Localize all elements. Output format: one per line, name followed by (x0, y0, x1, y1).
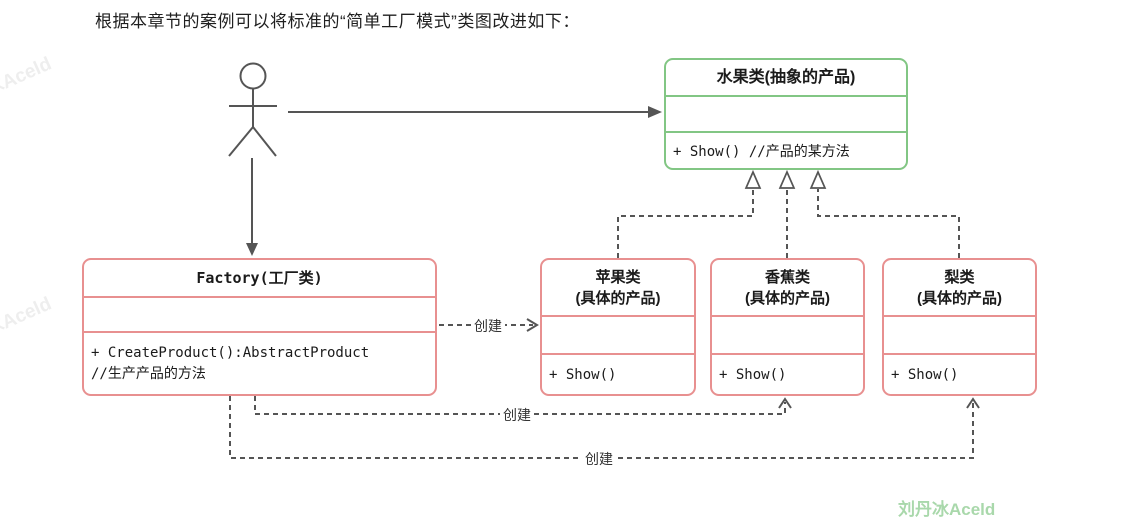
faint-watermark: 冰Aceld (0, 53, 55, 102)
class-banana: 香蕉类 (具体的产品) + Show() (710, 258, 865, 396)
actor-to-fruit-arrow (288, 106, 662, 118)
class-apple-method: + Show() (549, 366, 617, 383)
class-pear: 梨类 (具体的产品) + Show() (882, 258, 1037, 396)
class-banana-title: 香蕉类 (具体的产品) (712, 260, 863, 317)
class-factory-title: Factory(工厂类) (84, 260, 435, 298)
class-banana-title-line1: 香蕉类 (764, 268, 810, 286)
page-title: 根据本章节的案例可以将标准的“简单工厂模式”类图改进如下： (95, 12, 580, 31)
class-pear-methods: + Show() (884, 355, 1035, 394)
actor-head (239, 62, 267, 90)
class-factory-attributes (84, 298, 435, 333)
class-factory-method-2: //生产产品的方法 (91, 365, 206, 382)
class-banana-attributes (712, 317, 863, 355)
class-apple-methods: + Show() (542, 355, 694, 394)
create-label-pear: 创建 (582, 449, 616, 469)
class-fruit-methods: + Show() //产品的某方法 (666, 133, 906, 168)
class-pear-title-line2: (具体的产品) (917, 289, 1002, 307)
actor-leg-right (252, 126, 277, 157)
actor-figure (228, 62, 277, 157)
faint-watermark: 冰Aceld (0, 293, 55, 342)
class-factory: Factory(工厂类) + CreateProduct():AbstractP… (82, 258, 437, 396)
class-banana-title-line2: (具体的产品) (745, 289, 830, 307)
apple-inherit-arrow (617, 169, 762, 258)
create-label-banana: 创建 (500, 405, 534, 425)
class-banana-method: + Show() (719, 366, 787, 383)
class-pear-attributes (884, 317, 1035, 355)
class-pear-title-line1: 梨类 (944, 268, 975, 286)
class-apple-title-line2: (具体的产品) (575, 289, 661, 307)
class-factory-methods: + CreateProduct():AbstractProduct //生产产品… (84, 333, 435, 394)
class-pear-method: + Show() (891, 366, 959, 383)
class-apple-title: 苹果类 (具体的产品) (542, 260, 694, 317)
class-apple: 苹果类 (具体的产品) + Show() (540, 258, 696, 396)
class-banana-methods: + Show() (712, 355, 863, 394)
class-fruit: 水果类(抽象的产品) + Show() //产品的某方法 (664, 58, 908, 170)
class-apple-title-line1: 苹果类 (595, 268, 641, 286)
class-fruit-title: 水果类(抽象的产品) (666, 60, 906, 97)
class-fruit-method: + Show() //产品的某方法 (673, 143, 850, 160)
class-apple-attributes (542, 317, 694, 355)
banana-inherit-arrow (778, 169, 796, 258)
pear-inherit-arrow (809, 169, 960, 258)
actor-leg-left (228, 126, 254, 157)
brand-watermark: 刘丹冰Aceld (898, 500, 996, 519)
actor-to-factory-arrow (246, 158, 258, 256)
create-label-apple: 创建 (471, 316, 505, 336)
class-factory-method-1: + CreateProduct():AbstractProduct (91, 344, 370, 361)
class-pear-title: 梨类 (具体的产品) (884, 260, 1035, 317)
class-fruit-attributes (666, 97, 906, 133)
